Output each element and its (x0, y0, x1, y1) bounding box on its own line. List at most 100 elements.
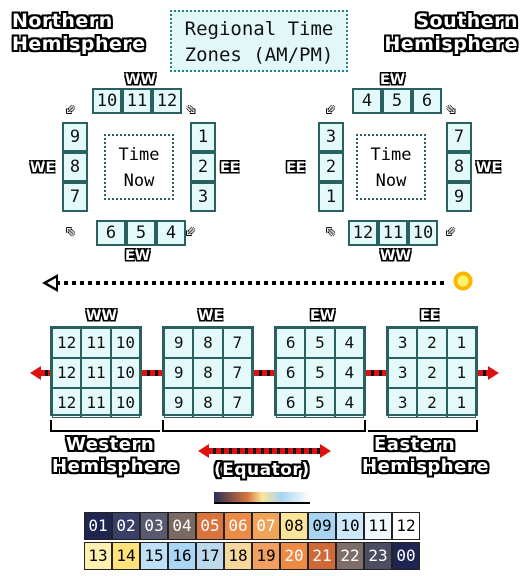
north-top-label: WW (125, 72, 156, 88)
grid-cell: 3 (388, 358, 418, 388)
south-arrow-icon: ⇙ (326, 98, 336, 117)
hour-legend-row-2: 13 14 15 16 17 18 19 20 21 22 23 00 (84, 542, 420, 570)
hour-legend-cell: 10 (336, 512, 364, 540)
south-hour-cell: 2 (318, 152, 344, 182)
main-title-line1: Regional Time (184, 18, 334, 40)
north-hour-cell: 8 (62, 152, 88, 182)
south-arrow-icon: ⇙ (446, 220, 456, 239)
west-edge-arrow (30, 366, 41, 380)
north-left-label: WE (30, 160, 56, 176)
north-hour-cell: 10 (92, 88, 122, 114)
grid-cell: 10 (110, 358, 140, 388)
south-hour-cell: 1 (318, 182, 344, 212)
south-hour-cell: 7 (446, 122, 472, 152)
north-hour-cell: 6 (96, 220, 126, 246)
grid-cell: 6 (276, 328, 306, 358)
north-bottom-label: EW (125, 248, 151, 264)
grid-connector (254, 370, 276, 376)
hour-legend-cell: 01 (84, 512, 112, 540)
grid-cell: 4 (334, 388, 364, 418)
north-arrow-icon: ⇘ (186, 98, 196, 117)
grid-cell: 12 (52, 388, 82, 418)
south-arrow-icon: ⇖ (326, 220, 336, 239)
hour-legend-cell: 11 (364, 512, 392, 540)
grid-connector (40, 370, 52, 376)
north-hour-cell: 11 (122, 88, 152, 114)
grid-label: WW (86, 308, 117, 324)
grid-cell: 9 (164, 358, 194, 388)
south-right-label: WE (476, 160, 502, 176)
equator-label: (Equator) (214, 460, 310, 480)
grid-cell: 12 (52, 328, 82, 358)
hour-legend-cell: 17 (196, 542, 224, 570)
grid-cell: 9 (164, 388, 194, 418)
sun-path-arrowhead-inner (47, 278, 56, 288)
grid-cell: 4 (334, 358, 364, 388)
south-hour-cell: 12 (348, 220, 378, 246)
grid-cell: 1 (446, 388, 476, 418)
grid-cell: 5 (305, 388, 335, 418)
east-edge-arrow (488, 366, 499, 380)
grid-cell: 2 (417, 328, 447, 358)
eastern-bracket (368, 420, 478, 432)
grid-cell: 6 (276, 388, 306, 418)
south-top-label: EW (380, 72, 406, 88)
north-arrow-icon: ⇖ (66, 220, 76, 239)
grid-cell: 8 (193, 328, 223, 358)
western-bracket (50, 420, 160, 432)
grid-label: WE (198, 308, 224, 324)
grid-cell: 2 (417, 388, 447, 418)
north-hour-cell: 2 (190, 152, 216, 182)
south-hour-cell: 10 (408, 220, 438, 246)
grid-cell: 8 (193, 388, 223, 418)
grid-cell: 1 (446, 328, 476, 358)
hour-legend-cell: 12 (392, 512, 420, 540)
grid-cell: 7 (222, 328, 252, 358)
north-arrow-icon: ⇙ (66, 98, 76, 117)
grid-connector (366, 370, 388, 376)
south-hour-cell: 4 (352, 88, 382, 114)
grid-connector (142, 370, 164, 376)
sun-icon (452, 270, 474, 292)
grid-cell: 7 (222, 388, 252, 418)
north-hour-cell: 7 (62, 182, 88, 212)
hour-legend-cell: 06 (224, 512, 252, 540)
grid-cell: 6 (276, 358, 306, 388)
grid-cell: 10 (110, 328, 140, 358)
grid-cell: 10 (110, 388, 140, 418)
north-hour-cell: 3 (190, 182, 216, 212)
equator-arrow-right (320, 444, 331, 458)
north-hour-cell: 5 (126, 220, 156, 246)
south-center-line1: Time (370, 145, 412, 165)
grid-label: EE (420, 308, 440, 324)
grid-cell: 12 (52, 358, 82, 388)
north-hour-cell: 12 (152, 88, 182, 114)
hour-legend-cell: 21 (308, 542, 336, 570)
grid-cell: 4 (334, 328, 364, 358)
hour-legend-cell: 09 (308, 512, 336, 540)
hour-legend-row-1: 01 02 03 04 05 06 07 08 09 10 11 12 (84, 512, 420, 540)
time-grid-ee: 3 2 1 3 2 1 3 2 1 (386, 326, 478, 418)
hour-legend-cell: 15 (140, 542, 168, 570)
hour-legend-cell: 03 (140, 512, 168, 540)
south-hour-cell: 11 (378, 220, 408, 246)
south-hour-cell: 3 (318, 122, 344, 152)
north-hour-cell: 1 (190, 122, 216, 152)
north-right-label: EE (220, 160, 240, 176)
grid-cell: 11 (81, 358, 111, 388)
equator-bracket (162, 420, 366, 432)
grid-cell: 9 (164, 328, 194, 358)
hour-legend-cell: 08 (280, 512, 308, 540)
grid-cell: 5 (305, 358, 335, 388)
main-title-line2: Zones (AM/PM) (184, 44, 334, 66)
hour-legend-cell: 04 (168, 512, 196, 540)
grid-cell: 5 (305, 328, 335, 358)
time-grid-ww: 12 11 10 12 11 10 12 11 10 (50, 326, 142, 418)
south-center-box: Time Now (356, 134, 426, 200)
time-grid-ew: 6 5 4 6 5 4 6 5 4 (274, 326, 366, 418)
hour-legend-cell: 18 (224, 542, 252, 570)
grid-cell: 7 (222, 358, 252, 388)
